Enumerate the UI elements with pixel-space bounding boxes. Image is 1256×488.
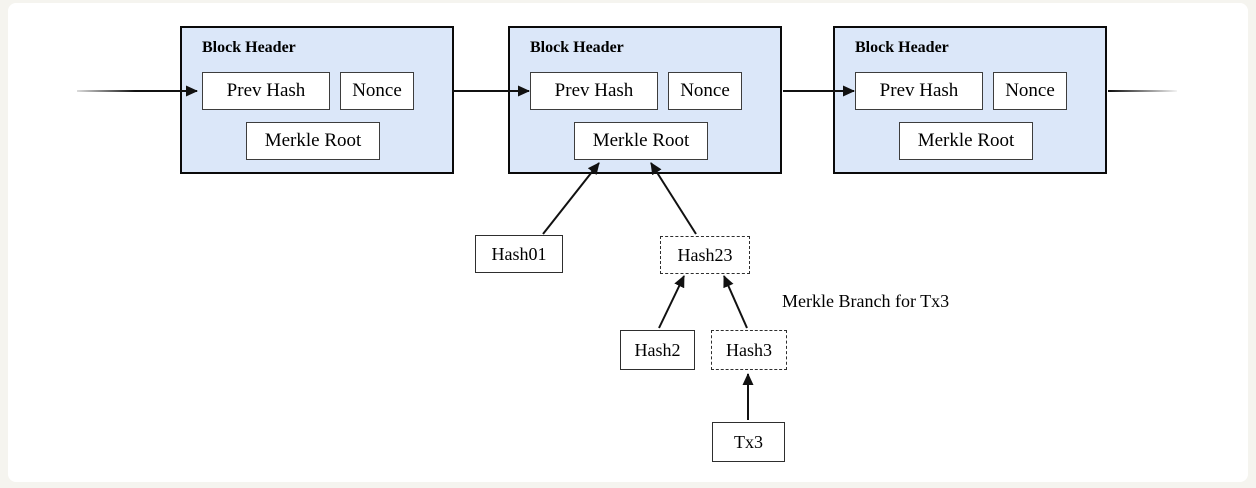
merkle-root-box: Merkle Root	[246, 122, 380, 160]
node-hash2: Hash2	[620, 330, 695, 370]
edge-hash01-to-merkle-root	[542, 162, 600, 235]
node-hash3: Hash3	[711, 330, 787, 370]
block-title: Block Header	[530, 39, 624, 56]
edge-hash2-to-hash23	[658, 275, 685, 329]
block-header-1: Block Header Prev Hash Nonce Merkle Root	[180, 26, 454, 174]
merkle-root-box: Merkle Root	[574, 122, 708, 160]
block-title: Block Header	[202, 39, 296, 56]
node-tx3: Tx3	[712, 422, 785, 462]
block-header-3: Block Header Prev Hash Nonce Merkle Root	[833, 26, 1107, 174]
nonce-box: Nonce	[993, 72, 1067, 110]
merkle-root-box: Merkle Root	[899, 122, 1033, 160]
prev-hash-box: Prev Hash	[530, 72, 658, 110]
block-header-2: Block Header Prev Hash Nonce Merkle Root	[508, 26, 782, 174]
edge-hash23-to-merkle-root	[650, 162, 697, 235]
edge-hash3-to-hash23	[723, 275, 748, 329]
merkle-branch-caption: Merkle Branch for Tx3	[782, 291, 950, 311]
block-title: Block Header	[855, 39, 949, 56]
prev-hash-box: Prev Hash	[202, 72, 330, 110]
nonce-box: Nonce	[668, 72, 742, 110]
prev-hash-box: Prev Hash	[855, 72, 983, 110]
node-hash01: Hash01	[475, 235, 563, 273]
nonce-box: Nonce	[340, 72, 414, 110]
node-hash23: Hash23	[660, 236, 750, 274]
